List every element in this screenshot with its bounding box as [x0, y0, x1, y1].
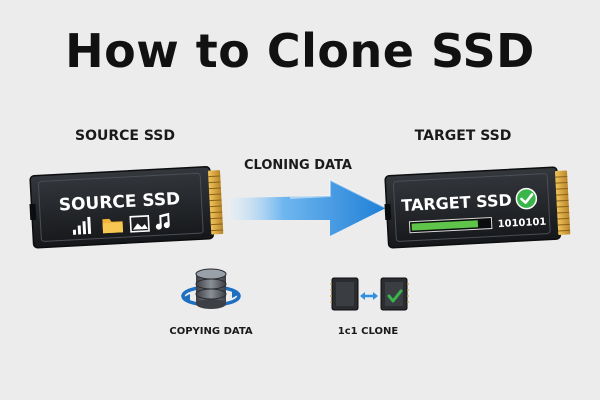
copying-data-caption: COPYING DATA: [169, 326, 253, 337]
page-title: How to Clone SSD: [65, 24, 535, 78]
target-ssd-caption: TARGET SSD: [414, 128, 512, 144]
database-sync-icon: [181, 268, 241, 309]
source-ssd-caption: SOURCE SSD: [74, 128, 175, 144]
checkmark-icon: [515, 187, 538, 210]
music-note-icon: [155, 212, 170, 230]
clone-caption: 1c1 CLONE: [337, 326, 399, 337]
double-arrow-icon: [360, 292, 378, 300]
cloning-arrow: [228, 178, 387, 236]
source-ssd: SOURCE SSD: [29, 166, 224, 249]
image-icon: [129, 215, 150, 233]
target-ssd: TARGET SSD 1010101: [384, 166, 571, 249]
chip-left-icon: [330, 277, 359, 311]
binary-readout: 1010101: [497, 217, 546, 231]
signal-bars-icon: [72, 216, 92, 235]
folder-icon: [102, 218, 124, 234]
chip-right-icon: [380, 277, 409, 311]
chip-clone-icon: [330, 277, 409, 311]
progress-bar: [408, 216, 493, 234]
gold-contacts: [208, 170, 224, 235]
cloning-data-caption: CLONING DATA: [244, 158, 352, 173]
gold-contacts: [555, 170, 571, 235]
